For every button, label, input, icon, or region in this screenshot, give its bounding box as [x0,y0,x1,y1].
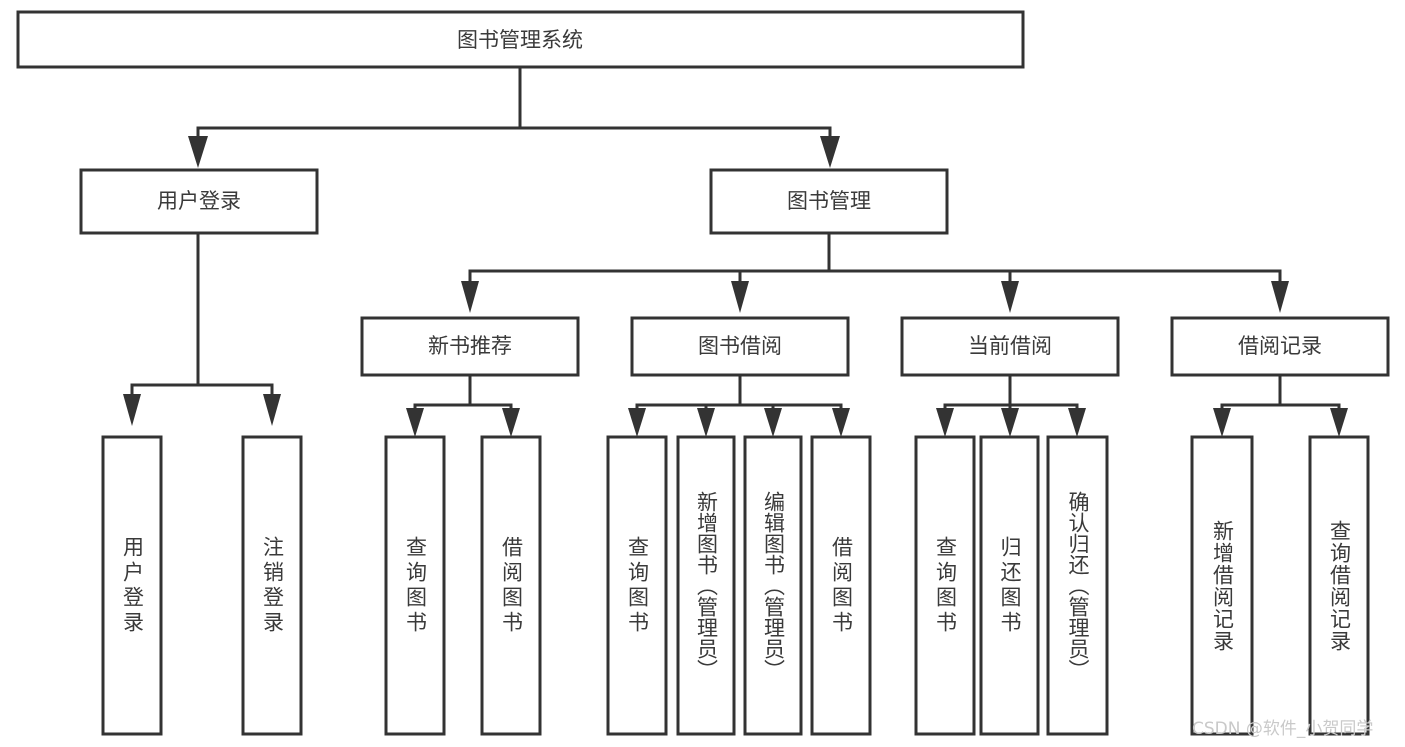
node-box-leaf-query-book-2[interactable] [606,435,668,736]
node-box-user-login[interactable] [79,168,319,235]
node-box-book-manage[interactable] [709,168,949,235]
node-box-leaf-user-login[interactable] [101,435,163,736]
arrow-head-leaf-query-book-1 [406,408,424,437]
arrow-head-leaf-query-record [1330,408,1348,437]
arrow-head-leaf-add-record [1213,408,1231,437]
arrow-head-leaf-return-book [1001,408,1019,437]
arrow-head-leaf-user-login [123,394,141,426]
node-box-leaf-user-logout[interactable] [241,435,303,736]
arrow-head-user-login [188,136,208,168]
node-box-new-book-recommend[interactable] [360,316,580,377]
node-label-root: 图书管理系统 [457,28,583,52]
connector-group-book-manage [461,231,1289,313]
arrow-head-leaf-borrow-book-1 [502,408,520,437]
arrow-head-leaf-add-book [697,408,715,437]
node-box-leaf-query-book-3[interactable] [914,435,976,736]
node-box-book-borrow[interactable] [630,316,850,377]
node-box-leaf-edit-book[interactable] [743,435,803,736]
connector-group-user-login [123,231,281,426]
node-label-book-borrow: 图书借阅 [698,334,782,358]
connector-group-new-book-recommend [406,373,520,437]
arrow-head-leaf-borrow-book-2 [832,408,850,437]
node-box-leaf-borrow-book-2[interactable] [810,435,872,736]
arrow-head-borrow-record [1271,281,1289,313]
node-box-leaf-return-book[interactable] [979,435,1040,736]
csdn-watermark: CSDN @软件_小贺同学 [1192,719,1374,739]
node-box-leaf-borrow-book-1[interactable] [480,435,542,736]
node-label-borrow-record: 借阅记录 [1238,334,1322,358]
node-box-leaf-add-record[interactable] [1190,435,1254,736]
arrow-head-new-book-recommend [461,281,479,313]
node-box-leaf-add-book[interactable] [676,435,736,736]
connector-group-current-borrow [936,373,1086,437]
arrow-head-leaf-edit-book [764,408,782,437]
node-label-new-book-recommend: 新书推荐 [428,334,512,358]
node-box-leaf-query-record[interactable] [1308,435,1370,736]
node-box-current-borrow[interactable] [900,316,1120,377]
arrow-head-book-borrow [731,281,749,313]
arrow-head-current-borrow [1001,281,1019,313]
node-label-user-login: 用户登录 [157,189,241,213]
node-label-book-manage: 图书管理 [787,189,871,213]
arrow-head-leaf-user-logout [263,394,281,426]
node-box-leaf-confirm-return[interactable] [1046,435,1109,736]
arrow-head-leaf-confirm-return [1068,408,1086,437]
connector-group-book-borrow [628,373,850,437]
arrow-head-leaf-query-book-3 [936,408,954,437]
node-label-current-borrow: 当前借阅 [968,334,1052,358]
node-box-leaf-query-book-1[interactable] [384,435,446,736]
connector-group-borrow-record [1213,373,1348,437]
node-box-borrow-record[interactable] [1170,316,1390,377]
arrow-head-leaf-query-book-2 [628,408,646,437]
arrow-head-book-manage [820,136,840,168]
connector-group-root [188,65,840,168]
node-box-root[interactable] [16,10,1025,69]
